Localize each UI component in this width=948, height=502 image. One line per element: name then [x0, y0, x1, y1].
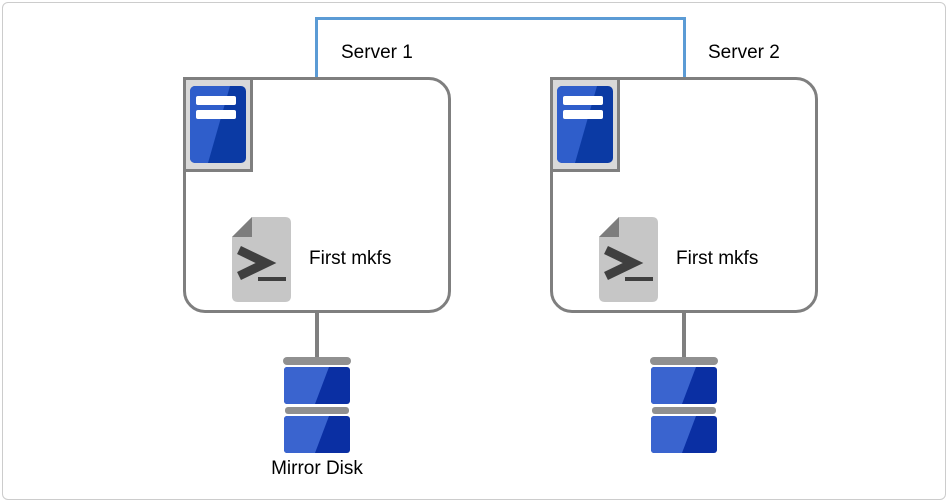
server-group-1: Server 1 First mkfs: [183, 0, 451, 502]
interconnect-line-left: [315, 17, 318, 78]
server-label: Server 2: [708, 42, 780, 63]
disk-connection-line: [315, 310, 319, 358]
mirror-disk-icon: [650, 357, 718, 453]
interconnect-line-right: [683, 17, 686, 78]
server-tower-icon: [190, 86, 246, 163]
server-group-2: Server 2 First mkfs: [550, 0, 818, 502]
disk-cap: [650, 357, 718, 365]
terminal-script-icon: [232, 217, 291, 302]
disk-platter-bottom: [651, 416, 717, 453]
mirror-disk-icon: [283, 357, 351, 453]
disk-connection-line: [682, 310, 686, 358]
server-label: Server 1: [341, 42, 413, 63]
disk-platter-top: [651, 367, 717, 404]
server-icon-panel: [550, 77, 620, 172]
terminal-script-icon: [599, 217, 658, 302]
server-icon-panel: [183, 77, 253, 172]
disk-cap: [283, 357, 351, 365]
interconnect-line-horizontal: [315, 17, 686, 20]
disk-platter-bottom: [284, 416, 350, 453]
script-label: First mkfs: [676, 248, 759, 269]
disk-label: Mirror Disk: [271, 458, 363, 479]
disk-separator: [652, 407, 716, 414]
server-tower-icon: [557, 86, 613, 163]
disk-platter-top: [284, 367, 350, 404]
script-label: First mkfs: [309, 248, 392, 269]
disk-separator: [285, 407, 349, 414]
